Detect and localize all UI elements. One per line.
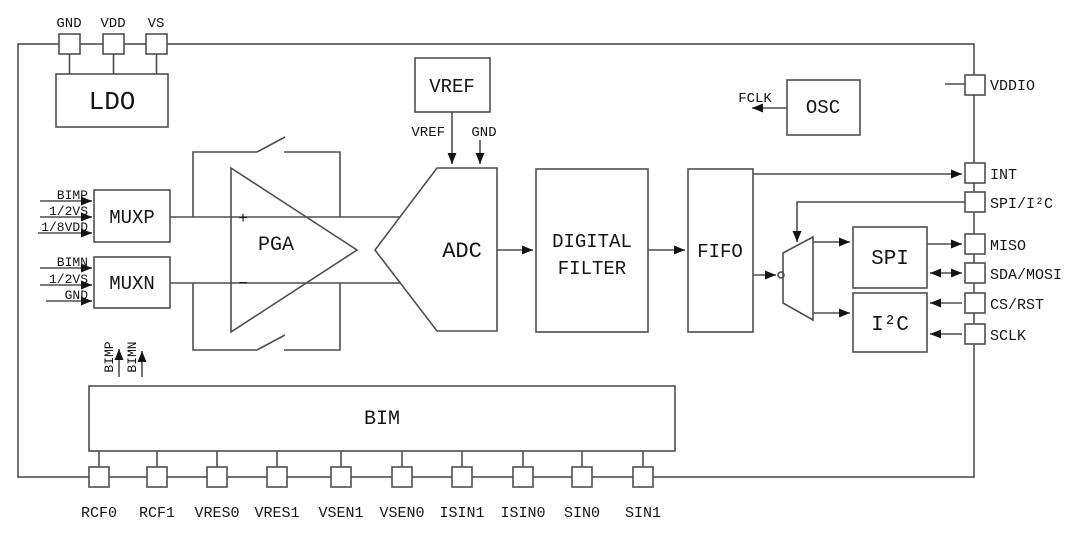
wire-spi-i2c-select [792, 201, 965, 242]
pin-label-sin0: SIN0 [564, 505, 600, 522]
bim-label: BIM [364, 408, 400, 431]
pin-label-vddio: VDDIO [990, 78, 1035, 95]
spi-block [852, 226, 928, 289]
pin-label-vsen0: VSEN0 [379, 505, 424, 522]
muxp-input-eighthvdd: 1/8VDD [41, 220, 88, 235]
pin-square-sda-mosi [964, 262, 986, 284]
digital-filter-block [535, 168, 649, 333]
feedback-loop-bottom [192, 283, 341, 351]
chip-boundary [17, 43, 975, 478]
pin-label-gnd-top: GND [56, 16, 81, 32]
pin-square-vsen0 [391, 466, 413, 488]
bim-block [88, 385, 676, 452]
pin-label-spi-i2c: SPI/I²C [990, 196, 1053, 213]
pin-square-cs-rst [964, 292, 986, 314]
muxn-label: MUXN [109, 273, 155, 295]
ldo-label: LDO [89, 87, 136, 117]
pin-label-sclk: SCLK [990, 328, 1026, 345]
muxn-input-bimn: BIMN [57, 255, 88, 270]
pin-label-vs: VS [148, 16, 165, 32]
pin-square-vres0 [206, 466, 228, 488]
pga-label: PGA [258, 234, 294, 257]
pin-label-rcf1: RCF1 [139, 505, 175, 522]
pin-square-isin0 [512, 466, 534, 488]
pin-label-int: INT [990, 167, 1017, 184]
pga-amplifier-shape [230, 166, 359, 334]
fclk-label: FCLK [738, 91, 772, 107]
pga-plus-sign: + [238, 210, 248, 228]
digital-filter-label-line1: DIGITAL [552, 231, 632, 253]
muxp-input-bimp: BIMP [57, 188, 88, 203]
fifo-block [687, 168, 754, 333]
muxp-label: MUXP [109, 207, 155, 229]
pin-label-sin1: SIN1 [625, 505, 661, 522]
osc-label: OSC [806, 97, 840, 119]
pin-square-rcf1 [146, 466, 168, 488]
pin-square-spi-i2c [964, 191, 986, 213]
muxn-input-halfvs: 1/2VS [49, 272, 88, 287]
pin-square-sin1 [632, 466, 654, 488]
wire-toppins-to-ldo [68, 54, 158, 74]
muxp-input-halfvs: 1/2VS [49, 204, 88, 219]
digital-filter-label-line2: FILTER [558, 258, 626, 280]
interface-mux-shape [782, 235, 814, 322]
pin-square-vddio [964, 74, 986, 96]
ldo-block [55, 73, 169, 128]
vref-wire-label: VREF [411, 125, 445, 141]
pin-square-vs [145, 33, 168, 55]
fifo-label: FIFO [697, 241, 743, 263]
gnd-wire-label: GND [471, 125, 496, 141]
adc-shape [373, 167, 498, 332]
pin-label-vdd: VDD [100, 16, 125, 32]
vref-block-label: VREF [429, 76, 475, 98]
adc-label: ADC [442, 239, 482, 264]
switch-top-icon [256, 136, 286, 153]
pin-square-int [964, 162, 986, 184]
pin-label-vsen1: VSEN1 [318, 505, 363, 522]
pga-minus-sign: − [238, 275, 248, 293]
pin-label-sda-mosi: SDA/MOSI [990, 267, 1062, 284]
wires-bim-to-pins [98, 451, 644, 467]
pin-square-vres1 [266, 466, 288, 488]
bimn-vertical-label: BIMN [125, 341, 140, 372]
pin-label-isin0: ISIN0 [500, 505, 545, 522]
pin-label-cs-rst: CS/RST [990, 297, 1044, 314]
pin-label-vres0: VRES0 [194, 505, 239, 522]
pin-square-vsen1 [330, 466, 352, 488]
bimp-vertical-label: BIMP [102, 341, 117, 372]
spi-label: SPI [871, 248, 909, 271]
pin-square-gnd-top [58, 33, 81, 55]
pin-square-isin1 [451, 466, 473, 488]
muxn-input-gnd: GND [65, 288, 89, 303]
pin-square-sin0 [571, 466, 593, 488]
feedback-loop-top [192, 151, 341, 217]
pin-label-vres1: VRES1 [254, 505, 299, 522]
pin-label-isin1: ISIN1 [439, 505, 484, 522]
pin-square-sclk [964, 323, 986, 345]
muxn-block [93, 256, 171, 309]
i2c-label: I²C [871, 314, 909, 337]
pin-square-miso [964, 233, 986, 255]
pin-label-miso: MISO [990, 238, 1026, 255]
pin-label-rcf0: RCF0 [81, 505, 117, 522]
switch-bottom-icon [256, 334, 286, 351]
i2c-block [852, 292, 928, 353]
pin-square-vdd [102, 33, 125, 55]
pin-square-rcf0 [88, 466, 110, 488]
osc-block [786, 79, 861, 136]
muxp-block [93, 189, 171, 243]
